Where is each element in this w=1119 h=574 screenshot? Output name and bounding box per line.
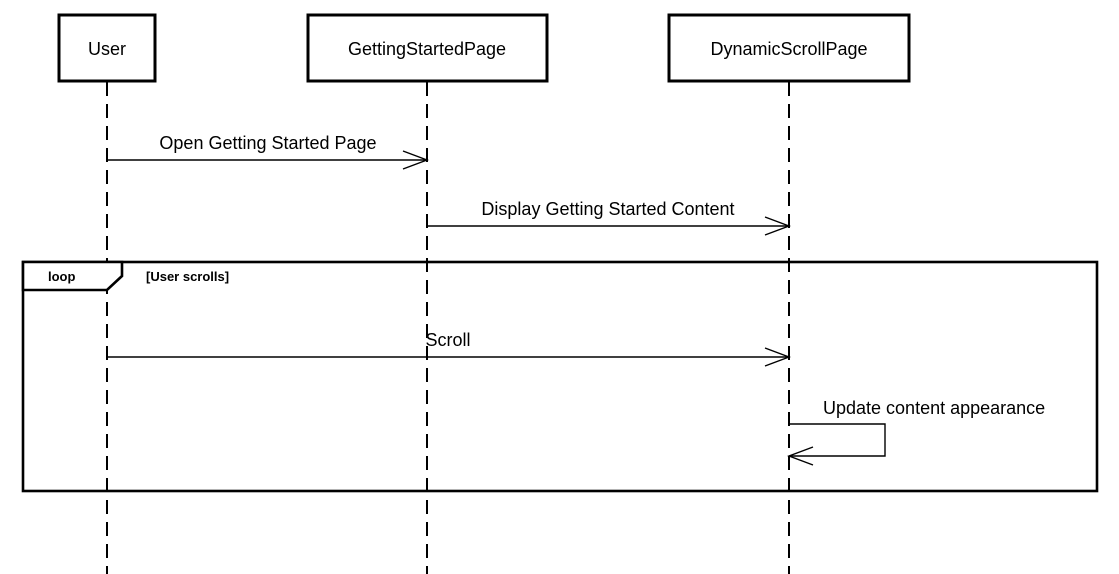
message-label-open-getting-started: Open Getting Started Page [159, 133, 376, 153]
loop-frame-keyword: loop [48, 269, 75, 284]
loop-frame-guard: [User scrolls] [146, 269, 229, 284]
loop-frame: loop [User scrolls] [21, 260, 1099, 493]
participant-box-dynamic-scroll-page [667, 13, 911, 83]
participant-label-getting-started-page: GettingStartedPage [348, 39, 506, 59]
participant-box-user [57, 13, 157, 83]
message-label-update-appearance: Update content appearance [823, 398, 1045, 418]
self-message-line [789, 423, 886, 457]
message-label-display-content: Display Getting Started Content [481, 199, 734, 219]
arrow-head-icon [402, 150, 429, 170]
participant-label-user: User [88, 39, 126, 59]
arrow-head-icon [764, 216, 791, 236]
message-label-scroll: Scroll [425, 330, 470, 350]
message-display-content: Display Getting Started Content [427, 199, 791, 236]
loop-frame-tab [21, 260, 124, 292]
participant-label-dynamic-scroll-page: DynamicScrollPage [710, 39, 867, 59]
participant-getting-started-page: GettingStartedPage [306, 13, 549, 83]
participant-dynamic-scroll-page: DynamicScrollPage [667, 13, 911, 83]
loop-frame-border [21, 260, 1099, 493]
message-update-appearance: Update content appearance [787, 398, 1045, 466]
message-open-getting-started: Open Getting Started Page [107, 133, 429, 170]
message-scroll: Scroll [107, 330, 791, 367]
participant-box-getting-started-page [306, 13, 549, 83]
participant-user: User [57, 13, 157, 83]
arrow-head-icon [764, 347, 791, 367]
arrow-head-icon [787, 446, 814, 466]
